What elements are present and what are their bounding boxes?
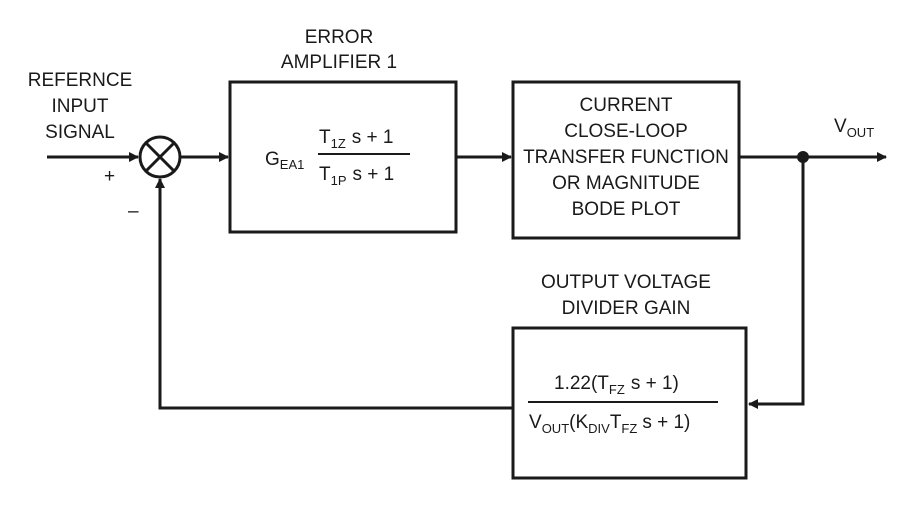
current-loop-line-2: CLOSE-LOOP — [564, 121, 688, 142]
divider-title-line-2: DIVIDER GAIN — [562, 298, 691, 319]
divider-title: OUTPUT VOLTAGE DIVIDER GAIN — [541, 272, 711, 319]
error-amp-title-line-2: AMPLIFIER 1 — [281, 52, 397, 73]
vout-label: VOUT — [834, 116, 874, 140]
current-loop-line-1: CURRENT — [580, 95, 673, 116]
current-loop-block — [511, 80, 741, 240]
current-loop-line-3: TRANSFER FUNCTION — [523, 147, 729, 168]
current-loop-line-5: BODE PLOT — [572, 199, 681, 220]
feedback-wire-to-junction — [155, 178, 513, 410]
error-amp-title: ERROR AMPLIFIER 1 — [281, 27, 397, 73]
current-loop-text: CURRENT CLOSE-LOOP TRANSFER FUNCTION OR … — [523, 95, 729, 220]
input-line-3: SIGNAL — [45, 122, 115, 143]
current-loop-line-4: OR MAGNITUDE — [552, 173, 700, 194]
gain-label: GEA1 — [265, 149, 304, 172]
reference-input-label: REFERNCE INPUT SIGNAL — [28, 70, 133, 143]
minus-sign: – — [128, 201, 139, 222]
input-line-2: INPUT — [52, 96, 109, 117]
divider-title-line-1: OUTPUT VOLTAGE — [541, 272, 711, 293]
plus-sign: + — [104, 166, 115, 187]
error-amp-block — [228, 80, 458, 234]
summing-junction — [138, 135, 182, 179]
input-line-1: REFERNCE — [28, 70, 133, 91]
error-amp-title-line-1: ERROR — [305, 27, 374, 48]
feedback-wire-to-divider — [748, 157, 805, 409]
